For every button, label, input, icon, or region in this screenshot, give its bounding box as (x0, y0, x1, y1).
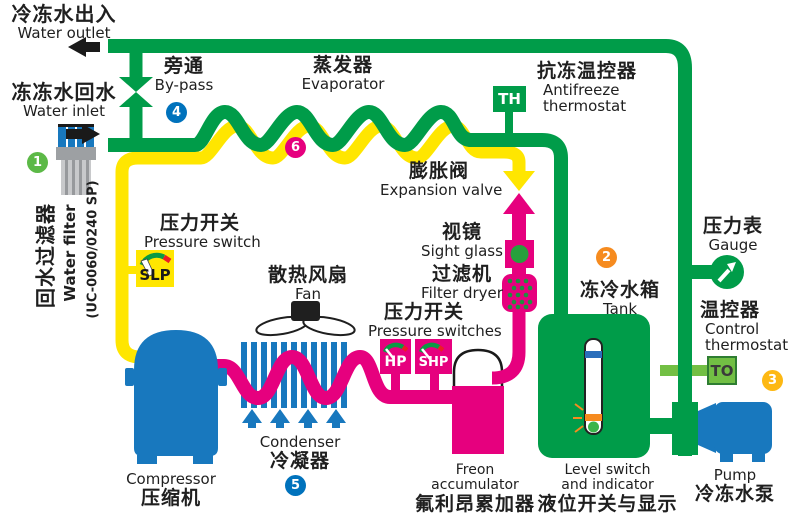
compressor-body (125, 330, 227, 464)
level-switch-label: Level switch and indicator 液位开关与显示 (537, 462, 678, 515)
water-inlet-label: 冻冻水回水 Water inlet (11, 80, 117, 120)
water-filter-model-label: (UC-0060/0240 SP) (85, 180, 101, 319)
hp-stem (391, 374, 400, 399)
expansion-valve-label: 膨胀阀 Expansion valve (380, 160, 503, 199)
gauge-label: 压力表 Gauge (702, 215, 763, 254)
pump-label: Pump 冷冻水泵 (694, 466, 775, 505)
level-indicator-tube (584, 338, 603, 435)
accumulator-dome (452, 348, 504, 388)
filter-dryer-label: 过滤机 Filter dryer (421, 263, 503, 302)
condenser-label: Condenser 冷凝器 (259, 433, 341, 472)
marker-2: 2 (596, 247, 617, 268)
marker-5: 5 (285, 475, 306, 496)
fan-motor (291, 301, 320, 321)
liquid-line-components (502, 193, 537, 312)
evaporator-coil (108, 104, 568, 320)
pressure-switches-label: 压力开关 Pressure switches (368, 301, 502, 340)
slp-tag: SLP (139, 266, 171, 284)
condenser-coil (200, 349, 458, 406)
evaporator-label: 蒸发器 Evaporator (301, 54, 385, 93)
hp-switch-box (380, 339, 411, 374)
pump-inlet-pipe (672, 402, 698, 455)
marker-4: 4 (166, 102, 187, 123)
outlet-pipe (108, 39, 692, 456)
th-box (493, 86, 526, 112)
expansion-valve-inlet-arrow (503, 171, 535, 191)
bypass-label: 旁通 By-pass (154, 55, 214, 94)
freon-accumulator-label: Freon accumulator 氟利昂累加器 (414, 462, 535, 515)
shp-stem (430, 374, 439, 399)
to-tag: TO (707, 356, 737, 385)
tank-body (538, 314, 650, 458)
th-tag: TH (498, 90, 521, 108)
compressor-label: Compressor 压缩机 (126, 470, 216, 509)
marker-1: 1 (27, 152, 48, 173)
water-outlet-label: 冷冻水出入 Water outlet (11, 2, 117, 42)
marker-6: 6 (285, 137, 306, 158)
water-filter-en-label: Water filter (61, 204, 79, 302)
pressure-switch-label: 压力开关 Pressure switch (144, 212, 261, 251)
level-switch-band (585, 414, 602, 421)
sight-glass-label: 视镜 Sight glass (421, 221, 503, 260)
pink-refrigerant-line (200, 349, 458, 406)
water-filter-zh-label: 回水过滤器 (33, 203, 58, 308)
tank-label: 冻冷水箱 Tank (579, 279, 660, 318)
antifreeze-thermostat-label: 抗冻温控器 Antifreeze thermostat (537, 60, 638, 116)
slp-switch-box (136, 250, 174, 287)
inlet-arrow-icon (66, 124, 100, 144)
airflow-arrows (242, 409, 346, 428)
control-thermostat-label: 温控器 Control thermostat (700, 299, 789, 355)
expansion-valve-outlet-arrow (503, 193, 535, 214)
level-indicator-top-band (585, 351, 602, 358)
level-indicator-dot (588, 421, 599, 433)
hp-tag: HP (384, 354, 407, 370)
bypass-valve-icon (119, 77, 153, 92)
th-stem (505, 110, 513, 142)
green-water-line (108, 39, 692, 456)
shp-tag: SHP (418, 354, 449, 370)
tank-outlet-pipe (645, 418, 680, 434)
freon-accumulator-body (452, 308, 526, 454)
fan-label: 散热风扇 Fan (267, 264, 348, 303)
shp-switch-box (415, 339, 452, 374)
pump-body (672, 402, 772, 462)
outlet-arrow-icon (68, 37, 100, 57)
marker-3: 3 (762, 370, 783, 391)
pressure-gauge (688, 255, 744, 289)
fan-icon (255, 301, 356, 337)
